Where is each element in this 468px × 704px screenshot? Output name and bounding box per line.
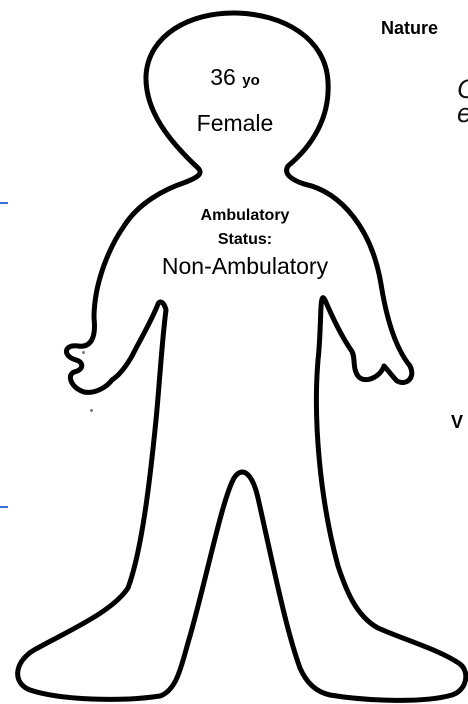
speck-mark xyxy=(82,351,85,354)
age-value: 36 xyxy=(210,64,236,90)
ambulatory-label-line1: Ambulatory xyxy=(160,204,330,228)
v-heading: V xyxy=(451,413,463,431)
left-edge-tick-mark xyxy=(0,506,8,508)
patient-sex: Female xyxy=(178,112,292,135)
age-unit: yo xyxy=(242,72,260,89)
ambulatory-status-value: Non-Ambulatory xyxy=(128,255,362,278)
ambulatory-label-line2: Status: xyxy=(160,228,330,252)
cropped-text-line2: e xyxy=(457,100,468,127)
patient-age: 36 yo xyxy=(190,66,280,89)
nature-heading: Nature xyxy=(381,19,438,37)
left-edge-tick-mark xyxy=(0,202,8,204)
ambulatory-status-label: Ambulatory Status: xyxy=(160,204,330,252)
speck-mark xyxy=(90,409,93,412)
